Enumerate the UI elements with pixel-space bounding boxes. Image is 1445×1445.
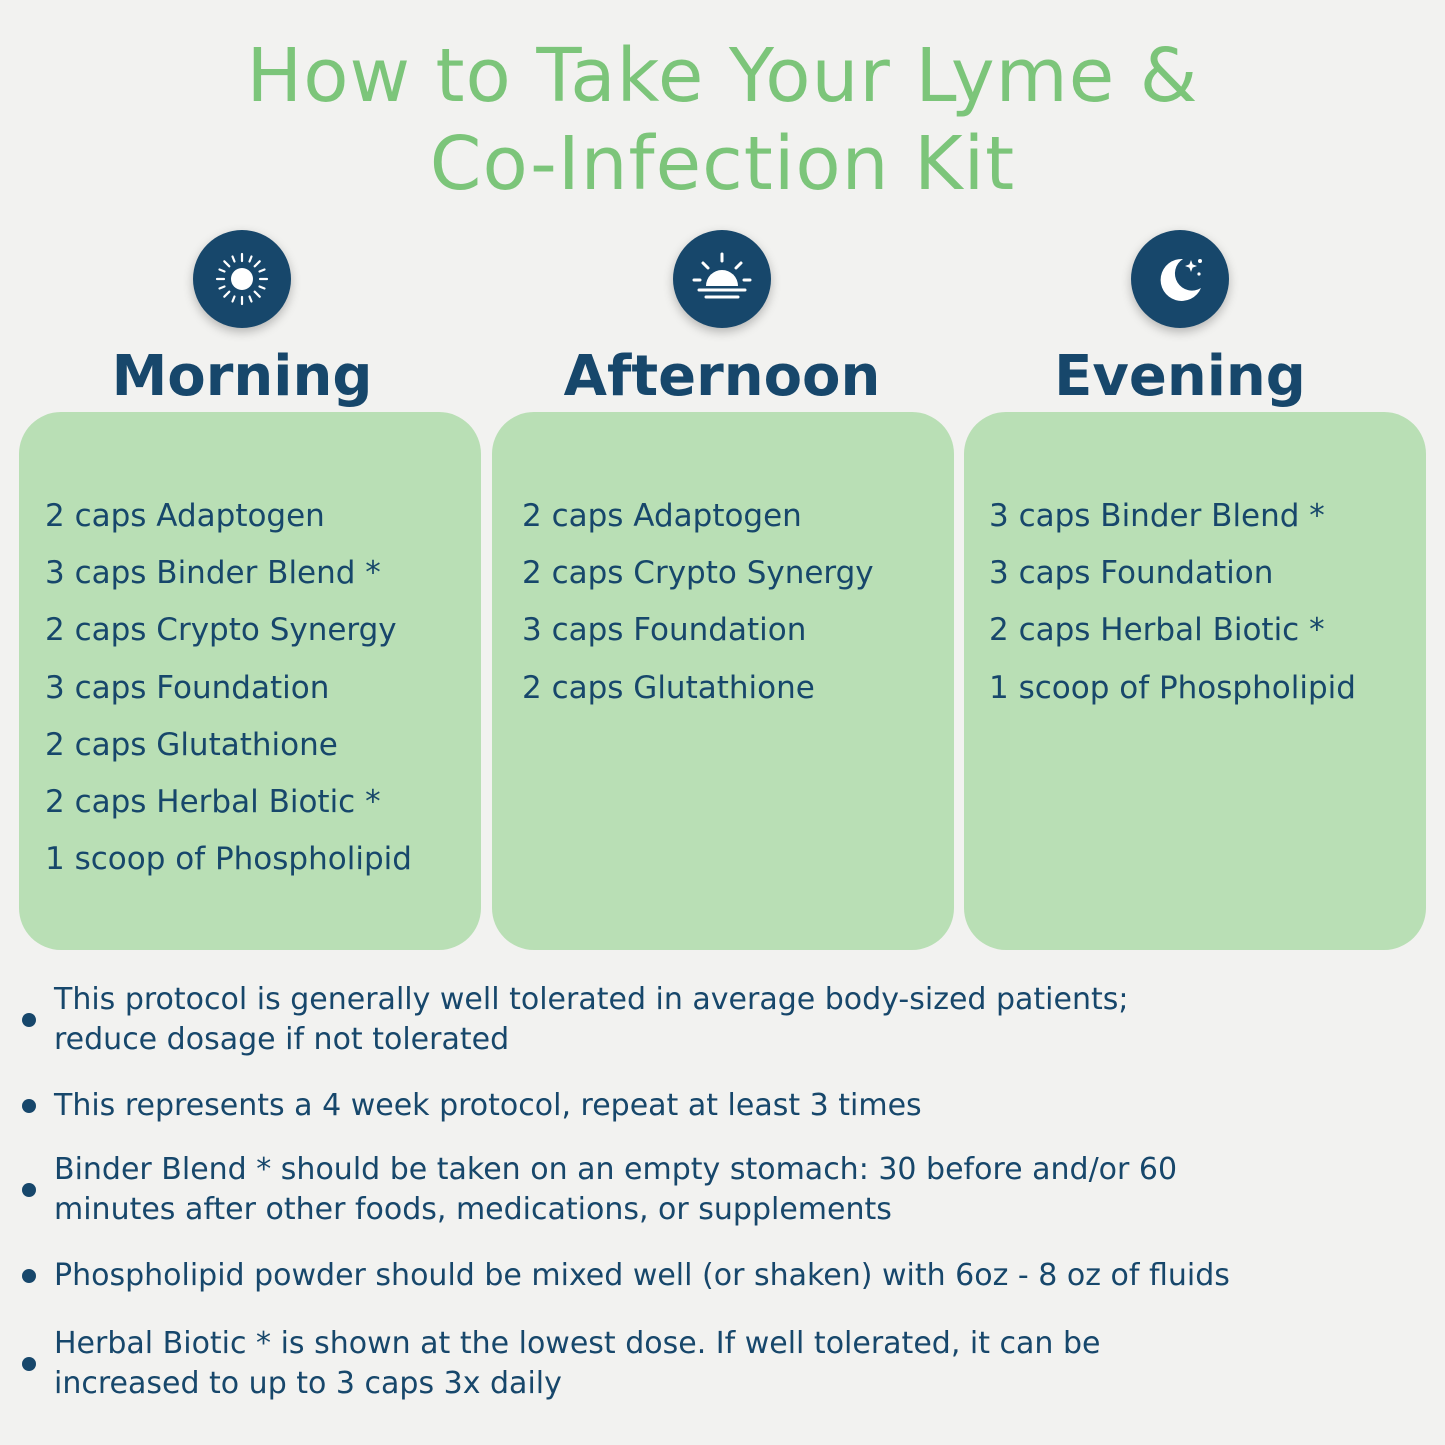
list-item: 2 caps Crypto Synergy bbox=[45, 612, 397, 649]
list-item: 2 caps Adaptogen bbox=[522, 498, 802, 534]
column-title-evening: Evening bbox=[1054, 344, 1306, 409]
bullet-icon bbox=[22, 1099, 36, 1113]
list-item: 2 caps Adaptogen bbox=[45, 498, 325, 534]
note-line: Phospholipid powder should be mixed well… bbox=[54, 1258, 1230, 1293]
afternoon-card: 2 caps Adaptogen 2 caps Crypto Synergy 3… bbox=[492, 412, 954, 950]
sunset-icon bbox=[673, 230, 771, 328]
bullet-icon bbox=[22, 1269, 36, 1283]
list-item: 1 scoop of Phospholipid bbox=[45, 841, 412, 878]
column-title-morning: Morning bbox=[111, 344, 373, 409]
note-item: Binder Blend * should be taken on an emp… bbox=[22, 1150, 1424, 1230]
column-title-afternoon: Afternoon bbox=[563, 344, 881, 409]
bullet-icon bbox=[22, 1357, 36, 1371]
list-item: 3 caps Foundation bbox=[45, 669, 330, 706]
list-item: 2 caps Glutathione bbox=[45, 726, 338, 763]
note-line: Binder Blend * should be taken on an emp… bbox=[54, 1152, 1178, 1187]
list-item: 3 caps Foundation bbox=[522, 612, 807, 649]
list-item: 2 caps Herbal Biotic * bbox=[45, 784, 381, 821]
note-line: minutes after other foods, medications, … bbox=[54, 1192, 892, 1227]
list-item: 2 caps Crypto Synergy bbox=[522, 555, 874, 592]
page-title: How to Take Your Lyme & Co-Infection Kit bbox=[0, 32, 1445, 208]
note-item: This represents a 4 week protocol, repea… bbox=[22, 1086, 1424, 1126]
morning-card: 2 caps Adaptogen 3 caps Binder Blend * 2… bbox=[19, 412, 481, 950]
title-line-1: How to Take Your Lyme & bbox=[246, 33, 1199, 119]
list-item: 3 caps Foundation bbox=[989, 555, 1274, 592]
moon-stars-icon bbox=[1131, 230, 1229, 328]
note-item: Herbal Biotic * is shown at the lowest d… bbox=[22, 1324, 1424, 1404]
bullet-icon bbox=[22, 1183, 36, 1197]
list-item: 2 caps Glutathione bbox=[522, 669, 815, 706]
note-line: This protocol is generally well tolerate… bbox=[54, 982, 1129, 1017]
note-line: increased to up to 3 caps 3x daily bbox=[54, 1366, 562, 1401]
list-item: 3 caps Binder Blend * bbox=[45, 555, 381, 592]
note-line: This represents a 4 week protocol, repea… bbox=[54, 1088, 922, 1123]
title-line-2: Co-Infection Kit bbox=[429, 121, 1016, 207]
list-item: 3 caps Binder Blend * bbox=[989, 498, 1325, 534]
column-header-afternoon: Afternoon bbox=[492, 230, 952, 412]
bullet-icon bbox=[22, 1013, 36, 1027]
note-item: This protocol is generally well tolerate… bbox=[22, 980, 1424, 1060]
note-line: reduce dosage if not tolerated bbox=[54, 1022, 510, 1057]
column-header-evening: Evening bbox=[950, 230, 1410, 412]
evening-card: 3 caps Binder Blend * 3 caps Foundation … bbox=[964, 412, 1426, 950]
note-item: Phospholipid powder should be mixed well… bbox=[22, 1256, 1424, 1296]
note-line: Herbal Biotic * is shown at the lowest d… bbox=[54, 1326, 1101, 1361]
column-header-morning: Morning bbox=[12, 230, 472, 412]
list-item: 2 caps Herbal Biotic * bbox=[989, 612, 1325, 649]
list-item: 1 scoop of Phospholipid bbox=[989, 669, 1356, 706]
sun-icon bbox=[193, 230, 291, 328]
